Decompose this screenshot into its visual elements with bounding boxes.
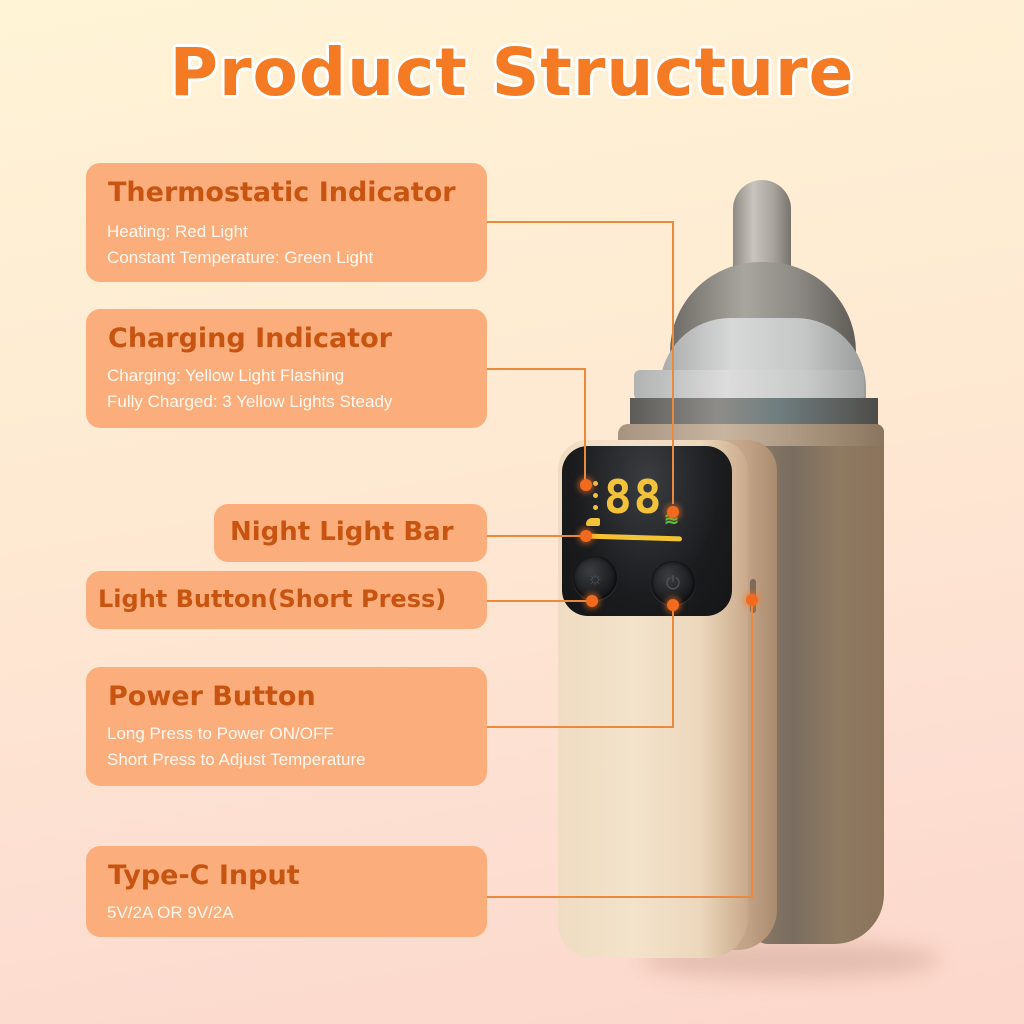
bottle-ring xyxy=(634,370,864,400)
connector-dot-thermostatic xyxy=(667,506,679,518)
callout-line: Short Press to Adjust Temperature xyxy=(107,750,366,769)
connector-power-button-vertical xyxy=(672,604,674,728)
temperature-digits: 88 xyxy=(604,470,664,524)
battery-indicator-icon xyxy=(593,481,599,517)
callout-heading: Power Button xyxy=(108,681,316,712)
connector-type-c xyxy=(487,896,753,898)
connector-dot-charging xyxy=(580,479,592,491)
connector-thermostatic xyxy=(487,221,674,223)
callout-text: Heating: Red Light Constant Temperature:… xyxy=(107,219,373,271)
callout-type-c-input: Type-C Input 5V/2A OR 9V/2A xyxy=(86,846,487,937)
bulb-icon: ☼ xyxy=(586,567,604,588)
callout-night-light-bar: Night Light Bar xyxy=(214,504,487,562)
callout-heading: Charging Indicator xyxy=(108,323,392,354)
connector-type-c-vertical xyxy=(751,598,753,898)
callout-line: Heating: Red Light xyxy=(107,222,248,241)
light-button[interactable]: ☼ xyxy=(573,556,617,600)
callout-text: Long Press to Power ON/OFF Short Press t… xyxy=(107,721,366,773)
callout-line: Charging: Yellow Light Flashing xyxy=(107,366,345,385)
page-title: Product Structure xyxy=(169,34,855,111)
connector-light-button xyxy=(487,600,591,602)
connector-night-light xyxy=(487,535,585,537)
callout-line: Long Press to Power ON/OFF xyxy=(107,724,334,743)
night-light-icon xyxy=(586,518,600,526)
callout-heading: Thermostatic Indicator xyxy=(108,177,456,208)
connector-dot-light-button xyxy=(586,595,598,607)
callout-charging-indicator: Charging Indicator Charging: Yellow Ligh… xyxy=(86,309,487,428)
callout-text: Charging: Yellow Light Flashing Fully Ch… xyxy=(107,363,392,415)
connector-charging xyxy=(487,368,586,370)
connector-dot-night-light xyxy=(580,530,592,542)
callout-heading: Light Button(Short Press) xyxy=(98,585,447,613)
callout-power-button: Power Button Long Press to Power ON/OFF … xyxy=(86,667,487,786)
callout-heading: Night Light Bar xyxy=(230,517,454,547)
power-icon: ⏻ xyxy=(665,572,681,593)
callout-text: 5V/2A OR 9V/2A xyxy=(107,900,234,926)
connector-dot-type-c xyxy=(746,594,758,606)
connector-dot-power-button xyxy=(667,599,679,611)
connector-thermostatic-vertical xyxy=(672,221,674,504)
connector-charging-vertical xyxy=(584,368,586,480)
callout-heading: Type-C Input xyxy=(108,860,300,891)
callout-line: 5V/2A OR 9V/2A xyxy=(107,903,234,922)
callout-line: Constant Temperature: Green Light xyxy=(107,248,374,267)
callout-light-button: Light Button(Short Press) xyxy=(86,571,487,629)
callout-line: Fully Charged: 3 Yellow Lights Steady xyxy=(107,392,393,411)
callout-thermostatic-indicator: Thermostatic Indicator Heating: Red Ligh… xyxy=(86,163,487,282)
connector-power-button xyxy=(487,726,674,728)
power-button[interactable]: ⏻ xyxy=(651,561,695,605)
